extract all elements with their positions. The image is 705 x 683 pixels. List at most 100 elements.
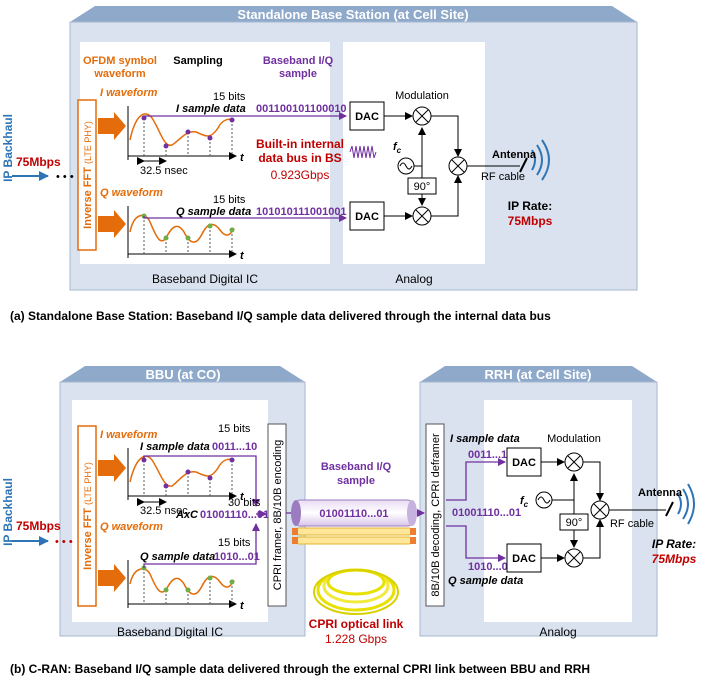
bbu-baseband-ic-label: Baseband Digital IC xyxy=(117,625,223,639)
i-bits: 001100101100010 xyxy=(256,103,347,115)
bits-label-q: 15 bits xyxy=(213,194,246,206)
rrh-q-sample-label: Q sample data xyxy=(448,575,523,587)
sampling-label: Sampling xyxy=(173,55,223,67)
q-sample-data-label: Q sample data xyxy=(176,206,251,218)
ip-backhaul-label: IP Backhaul xyxy=(1,114,15,182)
q-waveform-curve xyxy=(129,214,235,243)
ip-rate-value: 75Mbps xyxy=(508,214,553,228)
rrh-mixer-q-icon xyxy=(564,548,584,568)
orange-arrow-q-b xyxy=(98,564,126,592)
rrh-dac-i-box xyxy=(506,447,542,477)
bus-pulse-icon xyxy=(349,145,377,159)
q-waveform-label-b: Q waveform xyxy=(100,521,163,533)
bits-label-q-b: 15 bits xyxy=(218,537,251,549)
antenna-label: Antenna xyxy=(492,149,537,161)
t-label-q-b: t xyxy=(240,600,245,612)
baseband-ic-label: Baseband Digital IC xyxy=(152,272,258,286)
dac-i-box xyxy=(349,101,385,131)
t-label-i: t xyxy=(240,152,245,164)
i-bits-b: 0011...10 xyxy=(212,441,257,453)
bits-label-i: 15 bits xyxy=(213,91,246,103)
input-rate-b: 75Mbps xyxy=(16,519,61,533)
nsec-label: 32.5 nsec xyxy=(140,165,188,177)
i-waveform-curve-b xyxy=(129,455,235,487)
q-data-arrow xyxy=(143,214,347,222)
bits-label-i-b: 15 bits xyxy=(218,423,251,435)
cpri-framer-box xyxy=(267,423,287,607)
mixer-i-icon xyxy=(412,106,432,126)
i-data-arrow-b xyxy=(143,455,260,507)
ellipsis: • • • xyxy=(56,171,74,183)
ip-backhaul-label-b: IP Backhaul xyxy=(1,478,15,546)
axc-label: AxC xyxy=(175,509,199,521)
i-sample-data-label: I sample data xyxy=(176,103,246,115)
ifft-label-b: Inverse FFT (LTE PHY) xyxy=(82,462,94,570)
mixer-q-icon xyxy=(412,206,432,226)
oscillator-icon xyxy=(397,157,415,175)
rrh-ip-rate-value: 75Mbps xyxy=(652,552,697,566)
modulation-label: Modulation xyxy=(395,90,449,102)
i-data-arrow xyxy=(143,112,347,120)
i-sample-points xyxy=(141,115,235,149)
standalone-bs-title: Standalone Base Station (at Cell Site) xyxy=(237,7,468,22)
dac-q-box xyxy=(349,201,385,231)
cpri-framer-label: CPRI framer, 8B/10B encoding xyxy=(272,440,284,590)
rrh-title: RRH (at Cell Site) xyxy=(485,367,592,382)
rrh-analog-label: Analog xyxy=(539,625,576,639)
rrh-i-sample-label: I sample data xyxy=(450,433,520,445)
q-bits: 101010111001001 xyxy=(256,206,347,218)
rrh-dac-q-label: DAC xyxy=(512,553,536,565)
input-rate: 75Mbps xyxy=(16,155,61,169)
q-bits-b: 1010...01 xyxy=(214,551,260,563)
nsec-label-b: 32.5 nsec xyxy=(140,505,188,517)
antenna-icon xyxy=(519,139,550,181)
axc-bits: 01001110...01 xyxy=(200,509,269,521)
rrh-dac-i-label: DAC xyxy=(512,457,536,469)
q-sample-lines xyxy=(143,216,233,254)
cpri-deframer-box xyxy=(425,423,445,607)
caption-b: (b) C-RAN: Baseband I/Q sample data deli… xyxy=(10,662,591,676)
ifft-label: Inverse FFT (LTE PHY) xyxy=(82,121,94,229)
rrh-rf-cable-label: RF cable xyxy=(610,518,654,530)
optical-fiber-bundle xyxy=(291,499,417,545)
cpri-rate: 1.228 Gbps xyxy=(325,632,387,646)
orange-arrow-i xyxy=(98,112,126,140)
orange-arrow-q xyxy=(98,210,126,238)
fc-label: fc xyxy=(393,141,402,155)
rrh-antenna-icon xyxy=(665,483,695,525)
ifft-box-b xyxy=(77,425,97,607)
rrh-dac-q-box xyxy=(506,543,542,573)
q-data-arrow-b xyxy=(143,523,260,568)
t-label-q: t xyxy=(240,250,245,262)
bits-label-axc: 30 bits xyxy=(228,497,261,509)
i-waveform-label-b: I waveform xyxy=(100,429,158,441)
q-waveform-label: Q waveform xyxy=(100,187,163,199)
cpri-deframer-label: 8B/10B decoding, CPRI deframer xyxy=(430,433,442,597)
rrh-i-arrow xyxy=(446,458,506,501)
rrh-q-bits: 1010...01 xyxy=(468,561,514,573)
rrh-bits: 01001110...01 xyxy=(452,507,521,519)
fiber-coil-icon xyxy=(313,568,399,615)
rrh-oscillator-icon xyxy=(535,491,553,509)
ip-rate-label: IP Rate: xyxy=(508,199,552,213)
rrh-ip-rate-label: IP Rate: xyxy=(652,537,696,551)
bbu-title: BBU (at CO) xyxy=(145,367,220,382)
rrh-combiner-icon xyxy=(590,500,610,520)
orange-arrow-i-b xyxy=(98,454,126,482)
rrh-mixer-i-icon xyxy=(564,452,584,472)
analog-panel xyxy=(343,42,485,264)
caption-a: (a) Standalone Base Station: Baseband I/… xyxy=(10,309,551,323)
rrh-modulation-label: Modulation xyxy=(547,433,601,445)
t-label-i-b: t xyxy=(240,491,245,503)
rrh-q-arrow xyxy=(446,525,506,562)
rf-cable-label: RF cable xyxy=(481,171,525,183)
ellipsis-b: • • • xyxy=(55,536,73,548)
dac-i-label: DAC xyxy=(355,111,379,123)
i-sample-data-label-b: I sample data xyxy=(140,441,210,453)
q-sample-data-label-b: Q sample data xyxy=(140,551,215,563)
ifft-box xyxy=(77,99,97,251)
